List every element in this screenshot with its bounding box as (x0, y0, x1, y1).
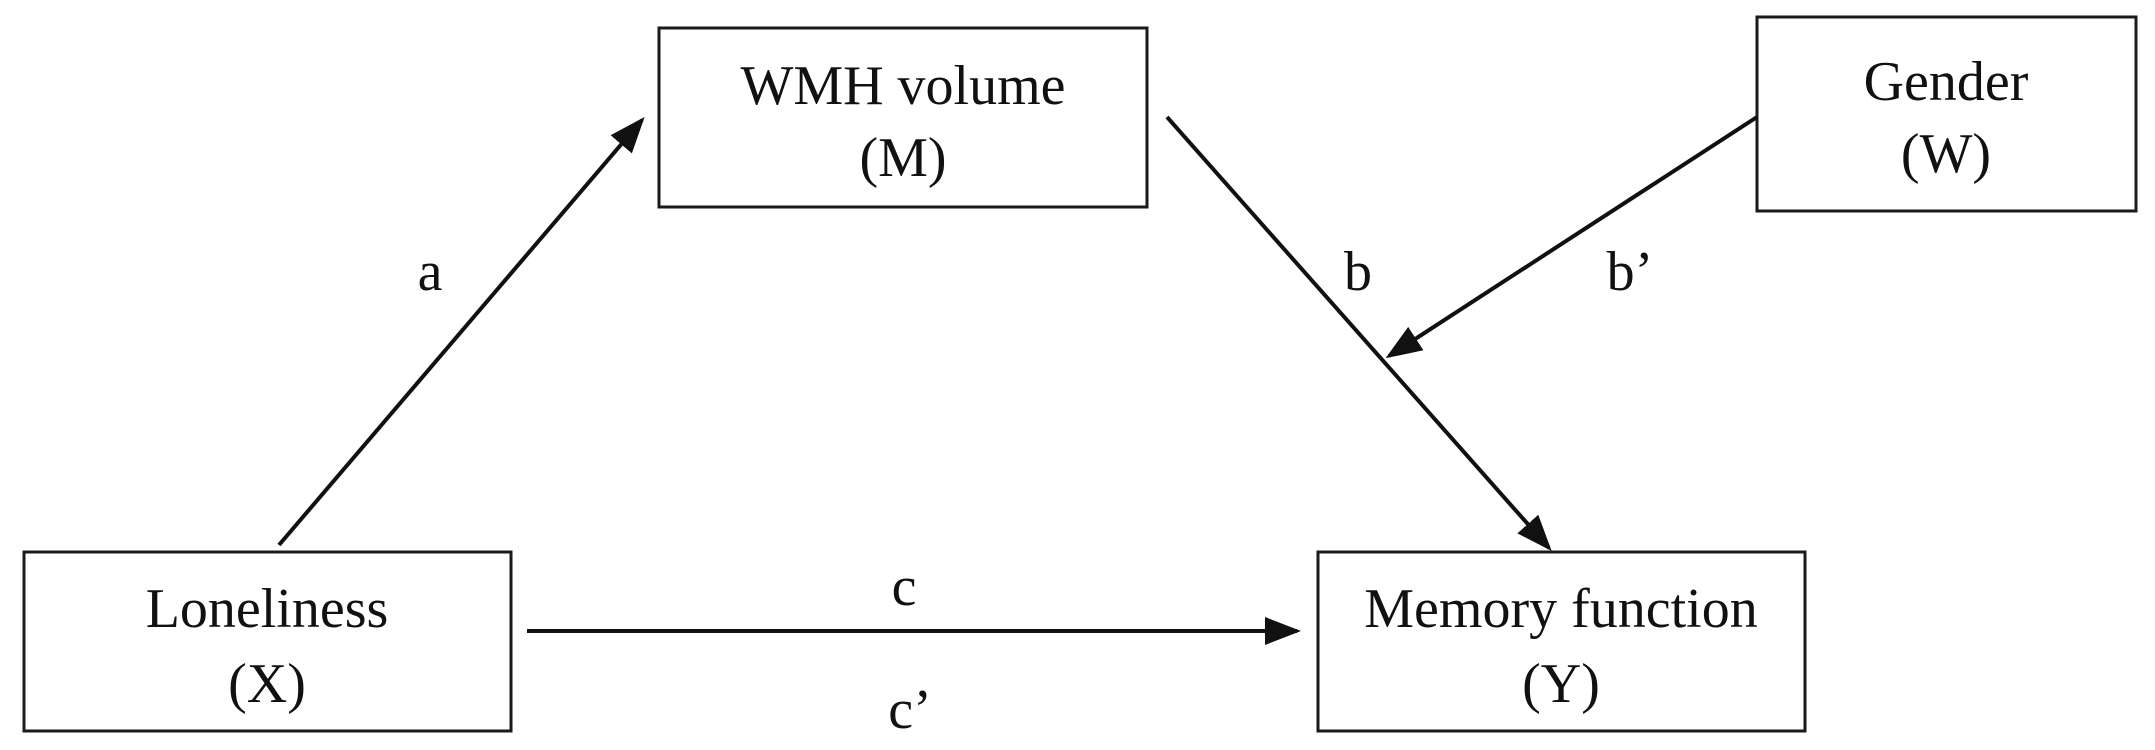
path-label-b-prime: b’ (1607, 241, 1654, 303)
node-loneliness-title: Loneliness (146, 578, 389, 640)
node-memory-function-box (1316, 550, 1807, 733)
node-memory-function: Memory function (Y) (1316, 550, 1807, 733)
path-label-c: c (892, 556, 917, 618)
node-loneliness-symbol: (X) (228, 653, 306, 715)
node-loneliness: Loneliness (X) (22, 550, 513, 733)
node-wmh-volume: WMH volume (M) (657, 26, 1149, 209)
node-wmh-volume-title: WMH volume (740, 55, 1065, 117)
node-gender-symbol: (W) (1901, 123, 1991, 185)
arrow-a-loneliness-to-wmh (277, 116, 645, 547)
node-loneliness-box (22, 550, 513, 733)
arrow-b-wmh-to-memory (1165, 115, 1552, 551)
path-label-a: a (418, 241, 443, 303)
node-memory-function-title: Memory function (1364, 578, 1757, 640)
node-memory-function-symbol: (Y) (1522, 653, 1600, 715)
node-gender: Gender (W) (1755, 15, 2138, 213)
node-wmh-volume-box (657, 26, 1149, 209)
path-label-b: b (1344, 241, 1372, 303)
node-wmh-volume-symbol: (M) (859, 127, 946, 189)
arrow-bprime-gender-to-path-b (1385, 115, 1759, 359)
node-gender-box (1755, 15, 2138, 213)
node-gender-title: Gender (1864, 51, 2029, 113)
path-label-c-prime: c’ (888, 679, 932, 741)
